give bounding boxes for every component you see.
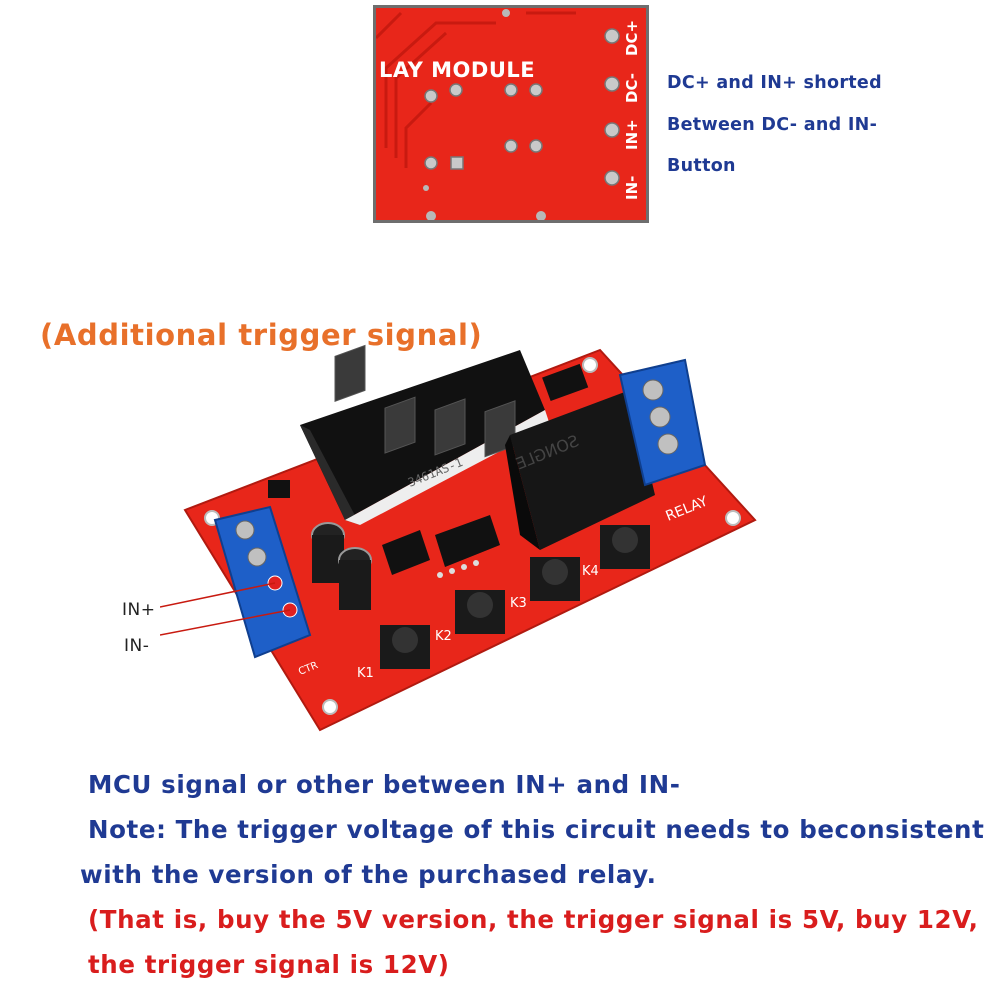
bottom-line-12v: the trigger signal is 12V) xyxy=(88,950,450,979)
inset-module-title: LAY MODULE xyxy=(379,58,536,82)
pin-label-in-minus: IN- xyxy=(623,175,641,200)
bottom-line-note: Note: The trigger voltage of this circui… xyxy=(88,815,985,844)
inset-photo: LAY MODULE DC+ DC- IN+ IN- xyxy=(373,5,649,223)
push-buttons xyxy=(380,525,650,669)
inset-pcb-graphic xyxy=(376,9,620,220)
note-shorted: DC+ and IN+ shorted xyxy=(667,73,882,93)
relay-board-photo: 3461AS-1 SONGLE RELAY xyxy=(160,335,800,745)
heading-trigger-signal: (Additional trigger signal) xyxy=(40,318,483,352)
button-label-k1: K1 xyxy=(357,666,374,681)
seven-segment-display: 3461AS-1 xyxy=(300,344,550,525)
button-label-k2: K2 xyxy=(435,629,452,644)
relay-component: SONGLE xyxy=(505,390,655,550)
callout-line-in-minus xyxy=(160,609,291,636)
pin-label-dc-plus: DC+ xyxy=(623,19,641,56)
note-between: Between DC- and IN- xyxy=(667,115,878,135)
relay-board-graphic: 3461AS-1 SONGLE RELAY xyxy=(160,344,757,732)
bottom-line-mcu: MCU signal or other between IN+ and IN- xyxy=(88,770,681,799)
note-button: Button xyxy=(667,156,736,176)
callout-in-plus: IN+ xyxy=(122,600,156,620)
bottom-line-that-is: (That is, buy the 5V version, the trigge… xyxy=(88,905,979,934)
pin-label-in-plus: IN+ xyxy=(623,119,641,150)
button-label-k4: K4 xyxy=(582,564,599,579)
callout-in-minus: IN- xyxy=(124,636,150,656)
callout-line-in-plus xyxy=(160,582,276,608)
bottom-line-version: with the version of the purchased relay. xyxy=(80,860,657,889)
pin-label-dc-minus: DC- xyxy=(623,72,641,103)
relay-terminal-block xyxy=(618,358,707,487)
button-label-k3: K3 xyxy=(510,596,527,611)
